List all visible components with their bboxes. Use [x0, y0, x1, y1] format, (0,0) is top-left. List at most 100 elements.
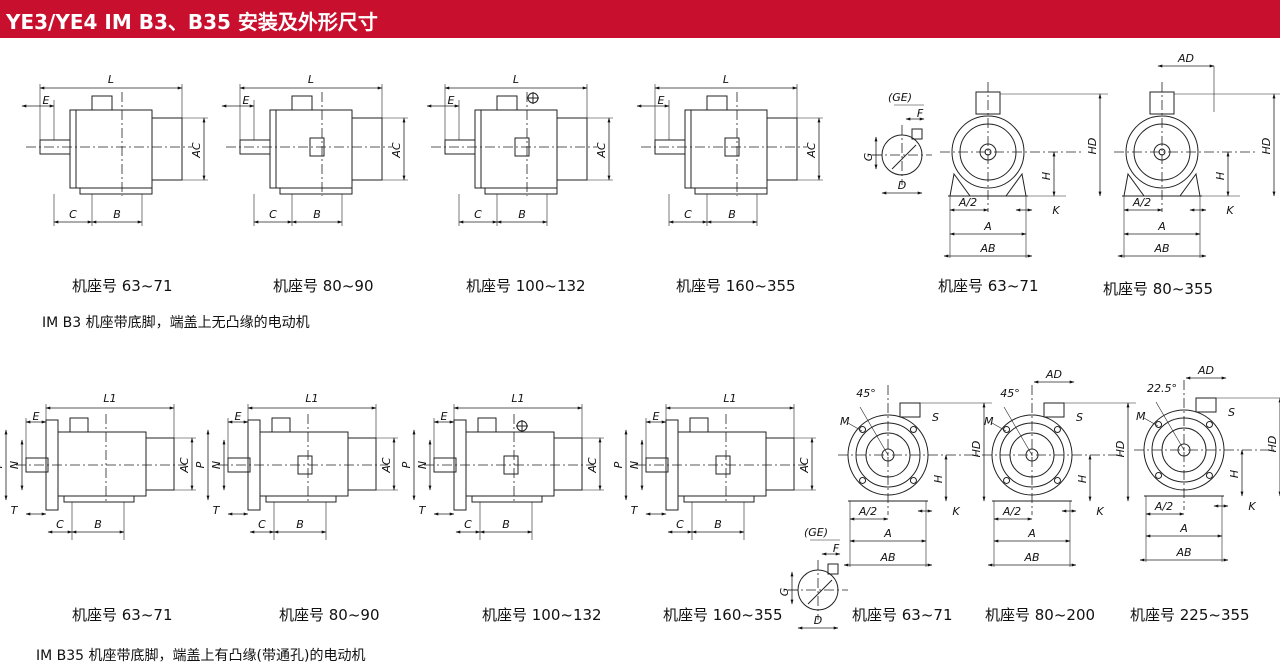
- dim-label-hd: HD: [1260, 138, 1273, 155]
- dim-label-hd: HD: [1086, 138, 1099, 155]
- dim-label-b: B: [502, 518, 510, 531]
- dim-label-ad: AD: [1197, 364, 1214, 377]
- dim-label-l1: L1: [305, 392, 318, 405]
- dim-label-hd: HD: [970, 441, 983, 458]
- caption-b35-end-80-200: 机座号 80~200: [985, 606, 1096, 624]
- dim-label-h: H: [1040, 172, 1053, 180]
- dim-label-s: S: [1228, 406, 1235, 419]
- dim-label-e: E: [235, 410, 242, 423]
- caption-b3-160-355: 机座号 160~355: [676, 277, 796, 295]
- caption-b35-100-132: 机座号 100~132: [482, 606, 602, 624]
- dim-label-l1: L1: [723, 392, 736, 405]
- caption-b3-63-71: 机座号 63~71: [72, 277, 173, 295]
- caption-b35-63-71: 机座号 63~71: [72, 606, 173, 624]
- dim-label-t: T: [213, 504, 221, 517]
- dim-label-ac: AC: [798, 457, 811, 474]
- dim-label-ac: AC: [595, 142, 608, 159]
- dim-label-c: C: [56, 518, 64, 531]
- dim-label-ac: AC: [805, 142, 818, 159]
- dim-label-a2: A/2: [1132, 196, 1151, 209]
- dim-label-k: K: [1248, 500, 1256, 513]
- note-b3: IM B3 机座带底脚，端盖上无凸缘的电动机: [42, 315, 310, 331]
- dim-label-ad: AD: [1045, 368, 1062, 381]
- angle-label: 45°: [856, 387, 876, 400]
- caption-b3-80-90: 机座号 80~90: [273, 277, 374, 295]
- dim-label-ab: AB: [1023, 551, 1039, 564]
- dim-label-ac: AC: [380, 457, 393, 474]
- dim-label-t: T: [419, 504, 427, 517]
- dim-label-a: A: [1157, 220, 1166, 233]
- shaft-section-detail: GDF(GE): [862, 91, 932, 195]
- caption-b35-80-90: 机座号 80~90: [279, 606, 380, 624]
- note-b35: IM B35 机座带底脚，端盖上有凸缘(带通孔)的电动机: [36, 648, 366, 664]
- dim-label-g: G: [862, 153, 875, 162]
- dim-label-c: C: [464, 518, 472, 531]
- dim-label-a2: A/2: [1002, 505, 1021, 518]
- dim-label-a: A: [1027, 527, 1036, 540]
- dim-label-k: K: [1096, 505, 1104, 518]
- dim-label-ac: AC: [190, 142, 203, 159]
- dim-label-ab: AB: [1153, 242, 1169, 255]
- dim-label-k: K: [1226, 204, 1234, 217]
- dim-label-e: E: [441, 410, 448, 423]
- dim-label-ge: (GE): [804, 526, 828, 539]
- dim-label-l: L: [723, 73, 729, 86]
- dim-label-t: T: [11, 504, 19, 517]
- caption-b35-end-225-355: 机座号 225~355: [1130, 606, 1250, 624]
- dim-label-k: K: [952, 505, 960, 518]
- caption-b3-100-132: 机座号 100~132: [466, 277, 586, 295]
- dim-label-ab: AB: [879, 551, 895, 564]
- dim-label-ab: AB: [1175, 546, 1191, 559]
- dim-label-c: C: [69, 208, 77, 221]
- dim-label-l: L: [108, 73, 114, 86]
- dim-label-e: E: [243, 94, 250, 107]
- dim-label-c: C: [474, 208, 482, 221]
- dim-label-n: N: [628, 461, 641, 469]
- dim-label-a2: A/2: [858, 505, 877, 518]
- angle-label: 45°: [1000, 387, 1020, 400]
- dim-label-h: H: [1228, 470, 1241, 478]
- dim-label-m: M: [984, 415, 994, 428]
- dim-label-c: C: [676, 518, 684, 531]
- dim-label-f: F: [917, 107, 924, 120]
- caption-b35-160-355: 机座号 160~355: [663, 606, 783, 624]
- dim-label-l: L: [513, 73, 519, 86]
- dim-label-a: A: [883, 527, 892, 540]
- dim-label-e: E: [653, 410, 660, 423]
- dim-label-l1: L1: [103, 392, 116, 405]
- dim-label-g: G: [778, 588, 791, 597]
- caption-b3-end-63-71: 机座号 63~71: [938, 277, 1039, 295]
- dim-label-l1: L1: [511, 392, 524, 405]
- end-view-b35: 45° M S H HD K A/2A AB: [838, 385, 992, 567]
- title-banner: [0, 0, 1280, 38]
- dim-label-h: H: [932, 475, 945, 483]
- dim-label-b: B: [714, 518, 722, 531]
- dim-label-ad: AD: [1177, 52, 1194, 65]
- dim-label-d: D: [814, 614, 822, 627]
- dim-label-hd: HD: [1114, 441, 1127, 458]
- dim-label-n: N: [416, 461, 429, 469]
- dim-label-b: B: [728, 208, 736, 221]
- dim-label-ac: AC: [586, 457, 599, 474]
- dim-label-e: E: [33, 410, 40, 423]
- dim-label-l: L: [308, 73, 314, 86]
- dim-label-b: B: [313, 208, 321, 221]
- dim-label-ac: AC: [178, 457, 191, 474]
- dim-label-s: S: [932, 411, 939, 424]
- dim-label-a2: A/2: [958, 196, 977, 209]
- dim-label-n: N: [8, 461, 21, 469]
- dim-label-h: H: [1076, 475, 1089, 483]
- dim-label-c: C: [684, 208, 692, 221]
- row2-ad-dims: AD AD: [1033, 364, 1227, 384]
- dim-label-p: P: [0, 461, 5, 468]
- dim-label-e: E: [43, 94, 50, 107]
